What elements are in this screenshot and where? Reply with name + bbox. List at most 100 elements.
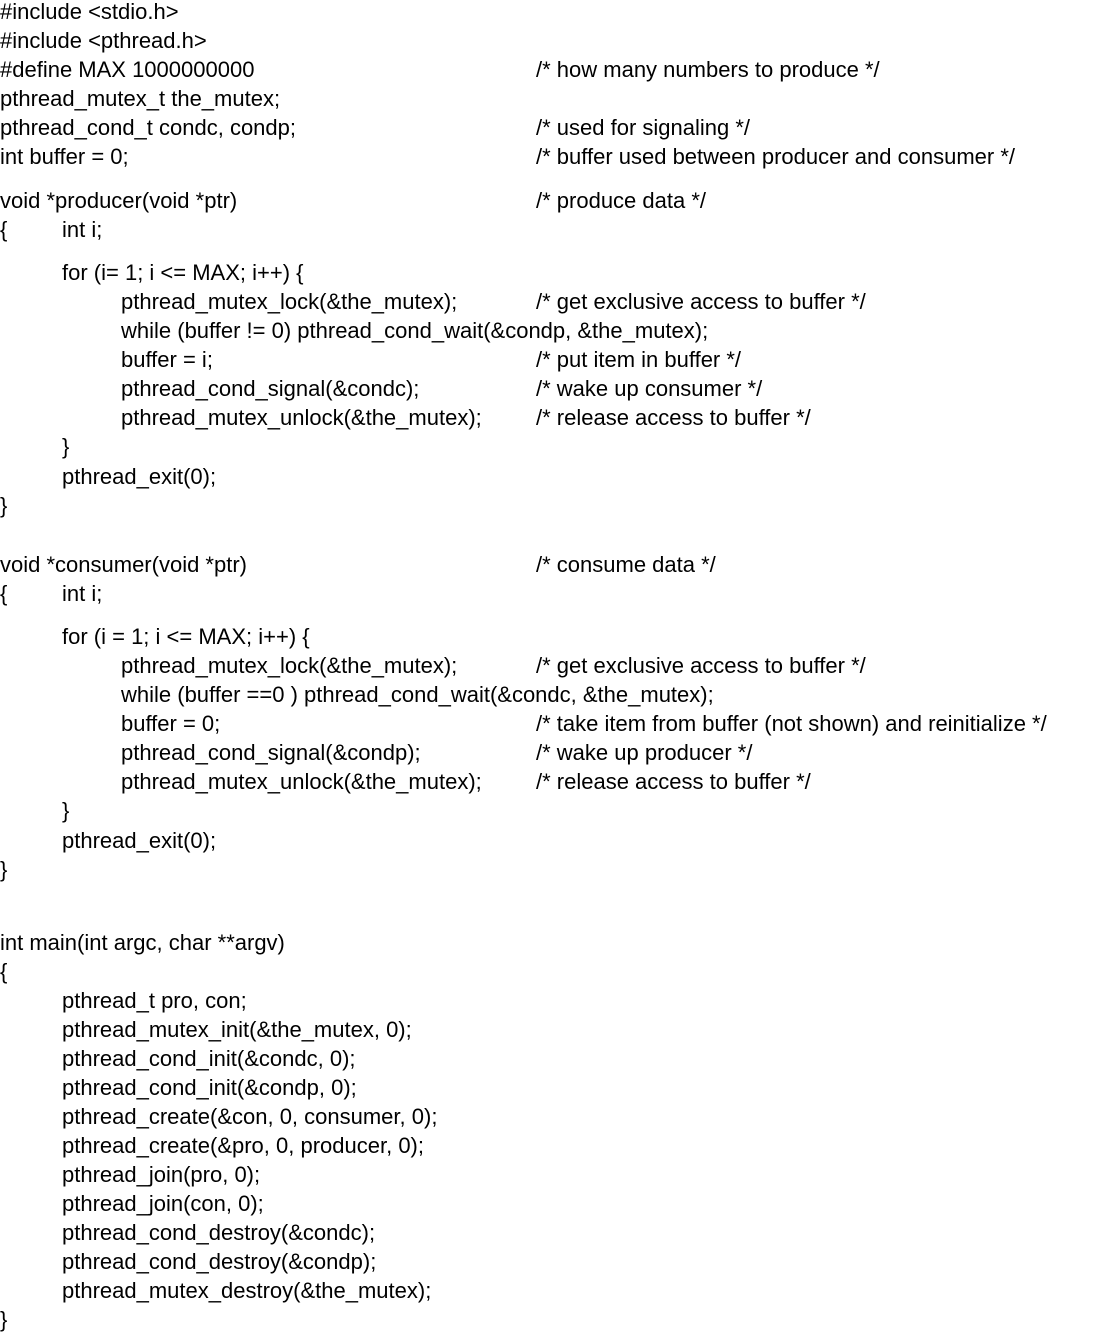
code-text: {	[0, 217, 8, 242]
code-text: pthread_cond_destroy(&condp);	[62, 1249, 377, 1274]
code-text: pthread_mutex_unlock(&the_mutex);	[121, 405, 482, 430]
code-text: {	[0, 581, 8, 606]
code-line: pthread_cond_t condc, condp; /* used for …	[0, 113, 1110, 142]
code-text: pthread_mutex_t the_mutex;	[0, 86, 281, 111]
code-line: pthread_join(pro, 0);	[0, 1160, 1110, 1189]
code-text: pthread_cond_init(&condp, 0);	[62, 1075, 357, 1100]
code-comment: /* get exclusive access to buffer */	[536, 289, 866, 314]
code-text: pthread_exit(0);	[62, 828, 217, 853]
code-comment: /* take item from buffer (not shown) and…	[536, 711, 1047, 736]
code-text: pthread_cond_t condc, condp;	[0, 115, 297, 140]
code-text: #include <stdio.h>	[0, 0, 179, 24]
code-text: pthread_create(&pro, 0, producer, 0);	[62, 1133, 424, 1158]
code-comment: /* wake up consumer */	[536, 376, 763, 401]
code-line: for (i = 1; i <= MAX; i++) {	[0, 622, 1110, 651]
code-text: }	[62, 434, 70, 459]
code-text: pthread_t pro, con;	[62, 988, 247, 1013]
code-comment: /* release access to buffer */	[536, 405, 811, 430]
code-line: pthread_create(&con, 0, consumer, 0);	[0, 1102, 1110, 1131]
code-text: #define MAX 1000000000	[0, 57, 255, 82]
code-text: }	[0, 1307, 8, 1332]
code-comment: /* consume data */	[536, 552, 716, 577]
code-text: int buffer = 0;	[0, 144, 129, 169]
code-comment: /* wake up producer */	[536, 740, 753, 765]
code-text: buffer = 0;	[121, 711, 221, 736]
code-text: pthread_cond_destroy(&condc);	[62, 1220, 376, 1245]
code-text: int i;	[62, 217, 103, 242]
code-text: pthread_cond_signal(&condp);	[121, 740, 421, 765]
code-text: pthread_join(pro, 0);	[62, 1162, 261, 1187]
code-line: int main(int argc, char **argv)	[0, 928, 1110, 957]
code-line: int i;	[0, 579, 1110, 608]
code-comment: /* get exclusive access to buffer */	[536, 653, 866, 678]
code-line: {	[0, 579, 1110, 608]
code-line: }	[0, 491, 1110, 520]
code-line: #include <stdio.h>	[0, 0, 1110, 26]
code-comment: /* used for signaling */	[536, 115, 751, 140]
code-comment: /* put item in buffer */	[536, 347, 742, 372]
code-line: pthread_mutex_unlock(&the_mutex); /* rele…	[0, 403, 1110, 432]
code-line: pthread_mutex_destroy(&the_mutex);	[0, 1276, 1110, 1305]
code-line: pthread_cond_init(&condp, 0);	[0, 1073, 1110, 1102]
code-line: pthread_mutex_unlock(&the_mutex); /* rele…	[0, 767, 1110, 796]
code-comment: /* how many numbers to produce */	[536, 57, 880, 82]
code-line: pthread_mutex_init(&the_mutex, 0);	[0, 1015, 1110, 1044]
code-line: {	[0, 957, 1110, 986]
code-line: for (i= 1; i <= MAX; i++) {	[0, 258, 1110, 287]
code-text: void *producer(void *ptr)	[0, 188, 238, 213]
code-text: pthread_mutex_unlock(&the_mutex);	[121, 769, 482, 794]
code-comment: /* produce data */	[536, 188, 707, 213]
code-line: }	[0, 796, 1110, 825]
code-text: #include <pthread.h>	[0, 28, 207, 53]
code-line: buffer = 0; /* take item from buffer (not…	[0, 709, 1110, 738]
code-text: {	[0, 959, 8, 984]
code-line: }	[0, 855, 1110, 884]
code-text: }	[62, 798, 70, 823]
code-text: int main(int argc, char **argv)	[0, 930, 285, 955]
code-line: void *consumer(void *ptr) /* consume data…	[0, 550, 1110, 579]
code-text: pthread_join(con, 0);	[62, 1191, 264, 1216]
code-line: {	[0, 215, 1110, 244]
code-comment: /* release access to buffer */	[536, 769, 811, 794]
code-text: pthread_mutex_destroy(&the_mutex);	[62, 1278, 432, 1303]
code-text: pthread_create(&con, 0, consumer, 0);	[62, 1104, 438, 1129]
code-line: pthread_join(con, 0);	[0, 1189, 1110, 1218]
code-line: pthread_t pro, con;	[0, 986, 1110, 1015]
code-line: void *producer(void *ptr) /* produce data…	[0, 186, 1110, 215]
code-line: while (buffer != 0) pthread_cond_wait(&c…	[0, 316, 1110, 345]
code-line: buffer = i; /* put item in buffer */	[0, 345, 1110, 374]
code-text: int i;	[62, 581, 103, 606]
code-text: buffer = i;	[121, 347, 213, 372]
code-text: }	[0, 857, 8, 882]
code-line: pthread_cond_signal(&condp); /* wake up p…	[0, 738, 1110, 767]
code-line: int buffer = 0; /* buffer used between pr…	[0, 142, 1110, 171]
code-text: while (buffer ==0 ) pthread_cond_wait(&c…	[121, 682, 714, 707]
code-comment: /* buffer used between producer and cons…	[536, 144, 1016, 169]
code-text: pthread_cond_signal(&condc);	[121, 376, 420, 401]
code-line: pthread_cond_init(&condc, 0);	[0, 1044, 1110, 1073]
code-line: #include <pthread.h>	[0, 26, 1110, 55]
code-text: void *consumer(void *ptr)	[0, 552, 247, 577]
code-line: }	[0, 432, 1110, 461]
code-text: pthread_exit(0);	[62, 464, 217, 489]
code-line: pthread_cond_destroy(&condc);	[0, 1218, 1110, 1247]
code-text: pthread_mutex_init(&the_mutex, 0);	[62, 1017, 412, 1042]
code-text: }	[0, 493, 8, 518]
code-text: pthread_mutex_lock(&the_mutex);	[121, 289, 458, 314]
code-line: pthread_mutex_lock(&the_mutex);/* get ex…	[0, 651, 1110, 680]
code-line: pthread_create(&pro, 0, producer, 0);	[0, 1131, 1110, 1160]
code-line: pthread_cond_destroy(&condp);	[0, 1247, 1110, 1276]
code-line: pthread_cond_signal(&condc); /* wake up c…	[0, 374, 1110, 403]
code-line: }	[0, 1305, 1110, 1334]
code-text: for (i = 1; i <= MAX; i++) {	[62, 624, 310, 649]
code-line: #define MAX 1000000000 /* how many number…	[0, 55, 1110, 84]
code-line: pthread_mutex_t the_mutex;	[0, 84, 1110, 113]
code-text: while (buffer != 0) pthread_cond_wait(&c…	[121, 318, 709, 343]
code-line: pthread_exit(0);	[0, 826, 1110, 855]
code-text: pthread_cond_init(&condc, 0);	[62, 1046, 356, 1071]
code-line: while (buffer ==0 ) pthread_cond_wait(&c…	[0, 680, 1110, 709]
code-text: for (i= 1; i <= MAX; i++) {	[62, 260, 304, 285]
code-line: int i;	[0, 215, 1110, 244]
code-line: pthread_exit(0);	[0, 462, 1110, 491]
code-line: pthread_mutex_lock(&the_mutex); /* get ex…	[0, 287, 1110, 316]
